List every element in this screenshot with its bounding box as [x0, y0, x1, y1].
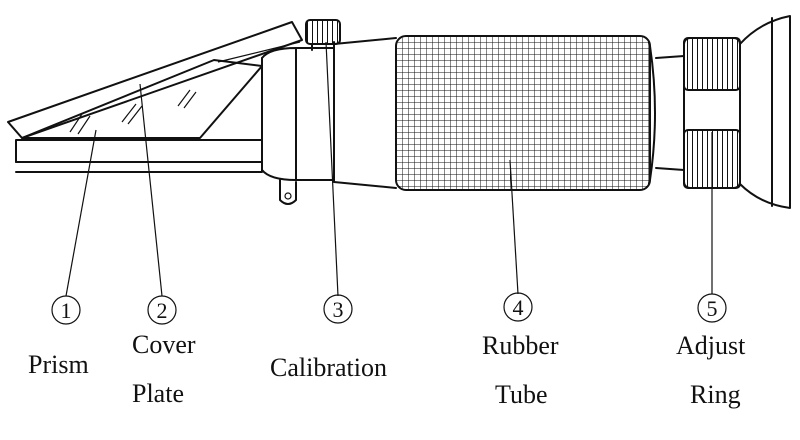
- callout-number: 4: [513, 295, 524, 320]
- label-prism: Prism: [28, 350, 89, 379]
- label-tube: Tube: [495, 380, 548, 409]
- calibration-collar: [261, 37, 397, 205]
- callout-1: 1: [51, 295, 81, 325]
- callout-number: 1: [61, 298, 72, 323]
- callout-2: 2: [147, 295, 177, 325]
- callout-3: 3: [323, 294, 353, 324]
- callout-4: 4: [503, 292, 533, 322]
- callout-number: 5: [707, 296, 718, 321]
- label-rubber: Rubber: [482, 331, 559, 360]
- callout-number: 2: [157, 298, 168, 323]
- eye-cup: [739, 15, 791, 209]
- callout-number: 3: [333, 297, 344, 322]
- label-cover-line2: Plate: [132, 379, 184, 408]
- leader-lines: [65, 41, 713, 297]
- callout-5: 5: [697, 293, 727, 323]
- calibration-screw: [305, 19, 341, 51]
- eyepiece-neck: [655, 55, 685, 171]
- label-ring: Ring: [690, 380, 741, 409]
- label-adjust: Adjust: [676, 331, 746, 360]
- rubber-tube: [395, 35, 656, 191]
- label-cover-line1: Cover: [132, 330, 196, 359]
- cover-plate: [7, 21, 303, 139]
- prism-body: [15, 139, 263, 173]
- label-calibration: Calibration: [270, 353, 387, 382]
